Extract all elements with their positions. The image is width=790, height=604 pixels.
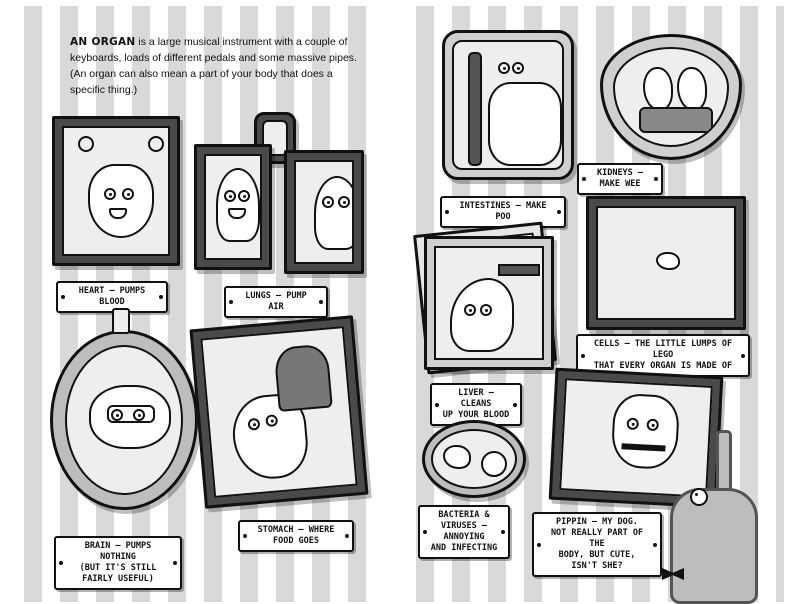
- stomach-frame: [189, 315, 369, 509]
- brain-eye-icon: [133, 409, 145, 421]
- cells-frame: [586, 196, 746, 330]
- lung-eye-icon: [238, 190, 250, 202]
- brain-eye-icon: [111, 409, 123, 421]
- heart-eye-icon: [104, 188, 116, 200]
- heart-eye-icon: [122, 188, 134, 200]
- intestines-eye-icon: [512, 62, 524, 74]
- bacteria-illustration: [431, 429, 517, 489]
- intro-paragraph: AN ORGAN is a large musical instrument w…: [70, 34, 370, 98]
- intestines-character: [488, 82, 562, 166]
- lung-eye-icon: [322, 196, 334, 208]
- heart-character: [88, 164, 154, 238]
- lung-eye-icon: [338, 196, 350, 208]
- kidneys-illustration: [613, 47, 729, 147]
- kidney-character: [643, 67, 673, 111]
- liver-illustration: [434, 246, 544, 360]
- brain-illustration: [65, 345, 183, 495]
- basket-icon: [639, 107, 713, 133]
- stomach-label: STOMACH – WHERE FOOD GOES: [238, 520, 354, 552]
- lung-mouth-icon: [228, 208, 246, 219]
- robot-head: [670, 488, 758, 604]
- heart-frame: [52, 116, 180, 266]
- intestines-eye-icon: [498, 62, 510, 74]
- glasses-icon: [107, 405, 155, 423]
- kidneys-label: KIDNEYS – MAKE WEE: [577, 163, 663, 195]
- trachea-icon: [262, 120, 288, 156]
- liver-frame: [424, 236, 554, 370]
- kidney-character: [677, 67, 707, 111]
- cells-illustration: [596, 206, 736, 320]
- liver-label: LIVER – CLEANS UP YOUR BLOOD: [430, 383, 522, 426]
- lung-eye-icon: [224, 190, 236, 202]
- liver-eye-icon: [464, 304, 476, 316]
- right-lung-character: [314, 176, 352, 250]
- stomach-illustration: [200, 326, 358, 498]
- intestines-label: INTESTINES – MAKE POO: [440, 196, 566, 228]
- book-gutter: [382, 0, 398, 604]
- bacterium-character: [443, 445, 471, 469]
- intestines-frame: [442, 30, 574, 180]
- heart-illustration: [62, 126, 170, 256]
- intro-term: AN ORGAN: [70, 36, 136, 48]
- cells-label: CELLS – THE LITTLE LUMPS OF LEGO THAT EV…: [576, 334, 750, 377]
- bow-tie-icon: [662, 568, 684, 580]
- right-lung-illustration: [294, 160, 354, 264]
- virus-character: [481, 451, 507, 477]
- brain-frame: [50, 330, 198, 510]
- heart-mouth-icon: [109, 208, 127, 219]
- brain-character: [89, 385, 171, 449]
- kidneys-frame: [600, 34, 742, 160]
- right-lung-frame: [284, 150, 364, 274]
- squeegee-icon: [498, 264, 540, 276]
- ring-icon: [78, 136, 94, 152]
- lungs-label: LUNGS – PUMP AIR: [224, 286, 328, 318]
- intro-text: is a large musical instrument with a cou…: [70, 36, 357, 96]
- ring-icon: [148, 136, 164, 152]
- brush-icon: [468, 52, 482, 166]
- dog-character: [610, 392, 681, 471]
- brain-label: BRAIN – PUMPS NOTHING (BUT IT'S STILL FA…: [54, 536, 182, 590]
- cell-character: [656, 252, 680, 270]
- bacteria-label: BACTERIA & VIRUSES – ANNOYING AND INFECT…: [418, 505, 510, 559]
- liver-eye-icon: [480, 304, 492, 316]
- robot-eye-icon: [690, 488, 708, 506]
- left-lung-frame: [194, 144, 272, 270]
- bacteria-frame: [422, 420, 526, 498]
- pippin-illustration: [559, 378, 713, 498]
- intestines-illustration: [452, 40, 564, 170]
- pippin-label: PIPPIN – MY DOG. NOT REALLY PART OF THE …: [532, 512, 662, 577]
- left-lung-illustration: [204, 154, 262, 260]
- sandwich-stack-icon: [273, 343, 333, 412]
- crown-icon: [112, 308, 130, 334]
- left-lung-character: [216, 168, 260, 242]
